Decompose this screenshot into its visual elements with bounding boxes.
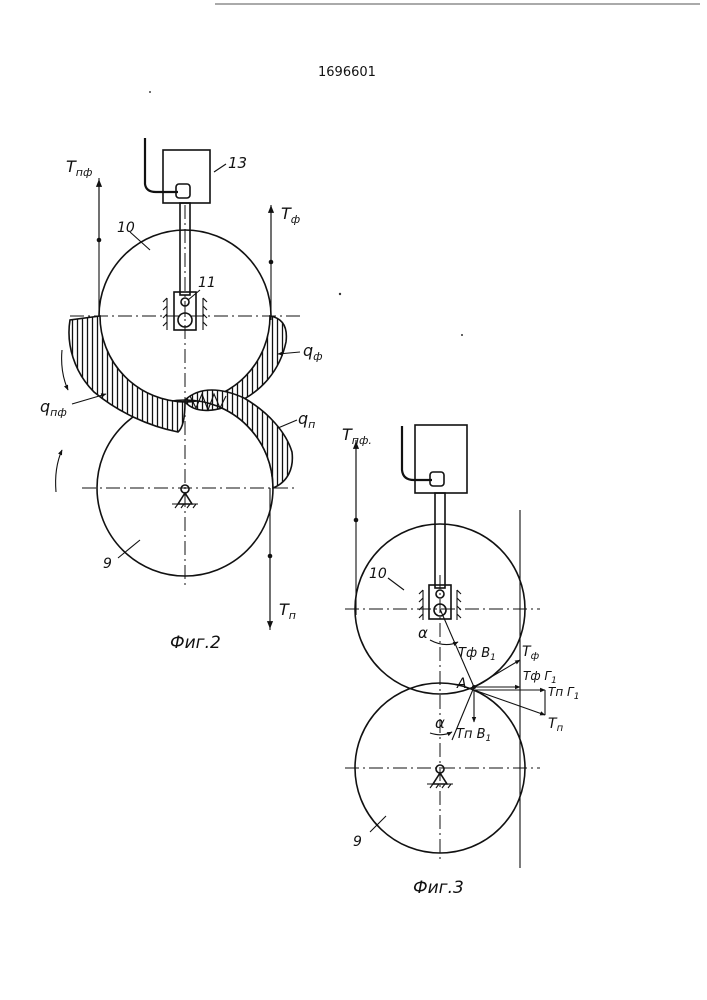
- fig3-label-10: 10: [369, 566, 387, 582]
- fig3-guide-left: [419, 590, 423, 620]
- fig3-label-9: 9: [353, 834, 362, 850]
- fig3-label-t-f-b1: Тф В1: [458, 646, 496, 663]
- fig3-guide-right: [457, 590, 461, 620]
- fig2-label-10: 10: [117, 220, 135, 236]
- fig2-leader-q-p: [278, 420, 297, 428]
- fig3-point-t-pf: [354, 518, 359, 523]
- fig2-label-9: 9: [103, 556, 112, 572]
- fig3-housing: [415, 425, 467, 493]
- fig2-leader-13: [214, 164, 226, 172]
- fig2-leader-q-pf: [72, 394, 106, 404]
- fig2-label-11: 11: [198, 275, 216, 291]
- scan-speck: [339, 293, 341, 295]
- fig2-pressure-diagram-q-pf: [69, 316, 185, 432]
- fig3-label-t-p-g1: Тп Г1: [548, 685, 579, 702]
- fig2-caption: Фиг.2: [170, 633, 221, 653]
- fig2-guide-left: [163, 298, 167, 330]
- fig2-label-q-p: qп: [298, 409, 315, 431]
- fig2-label-t-pf: Тпф: [66, 157, 92, 179]
- fig3-cable: [402, 426, 432, 480]
- fig3-vector-t-p: [474, 690, 545, 715]
- fig3-caption: Фиг.3: [413, 878, 464, 898]
- fig3-label-alpha-upper: α: [418, 624, 428, 642]
- fig2-cable: [145, 138, 178, 192]
- fig2-label-t-f: Тф: [281, 204, 300, 226]
- fig2-label-q-f: qф: [303, 341, 323, 363]
- fig3-label-t-p-b1: Тп В1: [456, 727, 491, 744]
- fig2-rotation-arrow-lower: [56, 450, 62, 492]
- figure-3: Тпф. 10 9 α α Тф В1 Тф Тф Г1 А Тп Г1 Тп …: [342, 425, 579, 898]
- fig3-leader-10: [388, 578, 404, 590]
- fig3-vector-t-f: [474, 660, 520, 687]
- fig2-point-t-f: [269, 260, 274, 265]
- fig2-label-t-p: Тп: [279, 600, 296, 622]
- patent-number: 1696601: [318, 65, 376, 80]
- fig3-label-t-f-g1: Тф Г1: [523, 669, 557, 686]
- fig3-label-t-f: Тф: [522, 644, 540, 662]
- fig2-point-t-p: [268, 554, 273, 559]
- fig3-label-t-pf: Тпф.: [342, 425, 372, 447]
- fig2-label-q-pf: qпф: [40, 397, 67, 419]
- scan-speck: [461, 334, 463, 336]
- scan-speck: [149, 91, 151, 93]
- fig2-label-13: 13: [228, 154, 247, 172]
- fig3-label-alpha-lower: α: [435, 714, 445, 732]
- fig3-connector: [430, 472, 444, 486]
- fig2-housing-13: [163, 150, 210, 203]
- fig2-guide-right: [203, 298, 207, 330]
- figure-2: Тпф Тф Тп 10 9 11 13 qф qпф qп Фиг.2: [40, 138, 323, 653]
- fig2-point-t-pf: [97, 238, 102, 243]
- fig2-connector: [176, 184, 190, 198]
- fig3-rod: [435, 493, 445, 588]
- fig2-rotation-arrow-upper: [62, 350, 68, 390]
- fig3-label-point-a: А: [456, 676, 467, 692]
- fig3-angle-arc-lower: [430, 732, 452, 735]
- fig3-label-t-p: Тп: [548, 716, 564, 734]
